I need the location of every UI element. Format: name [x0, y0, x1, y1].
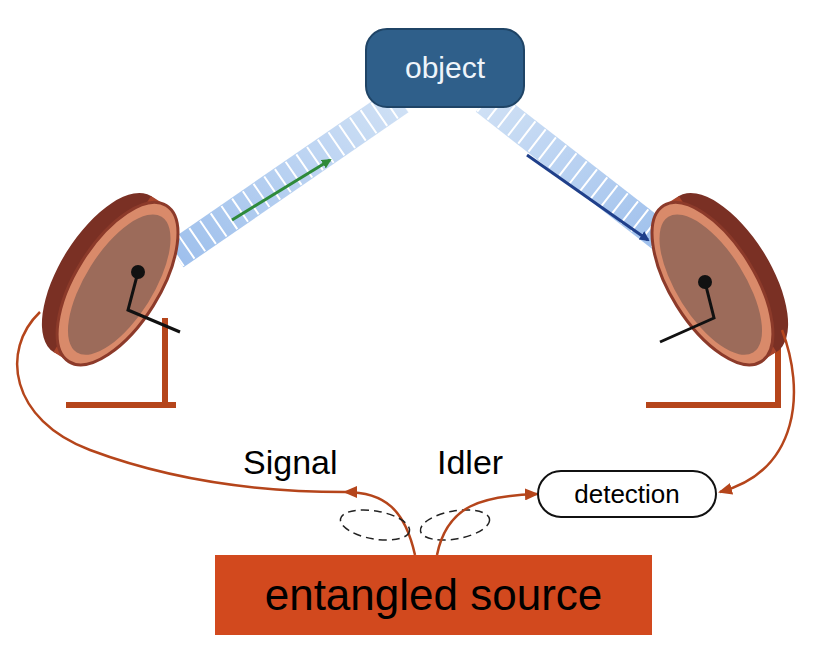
node-text: object — [405, 51, 485, 85]
node-text: detection — [574, 479, 680, 510]
detection-box: detection — [537, 470, 717, 518]
antenna-dish — [18, 174, 202, 384]
beam-arrow — [527, 155, 648, 240]
antenna-feed — [128, 272, 180, 332]
antenna-feed — [131, 265, 145, 279]
entanglement-loop — [338, 505, 412, 545]
signal-wire — [17, 312, 345, 492]
object-box: object — [365, 28, 525, 108]
return-wire — [720, 330, 794, 492]
signal-label: Signal — [243, 443, 338, 482]
signal-beam — [175, 100, 400, 255]
edge-label: Idler — [437, 443, 503, 482]
antenna-feed — [698, 275, 712, 289]
idler-wire — [437, 494, 537, 555]
source-box: entangled source — [215, 555, 652, 635]
antenna-feed — [660, 282, 714, 342]
beam-arrow — [232, 160, 330, 220]
entanglement-loop — [418, 505, 492, 545]
antenna-dish — [628, 174, 812, 384]
signal-wire — [345, 492, 415, 555]
node-text: entangled source — [265, 570, 603, 620]
reflected-beam — [485, 100, 665, 240]
